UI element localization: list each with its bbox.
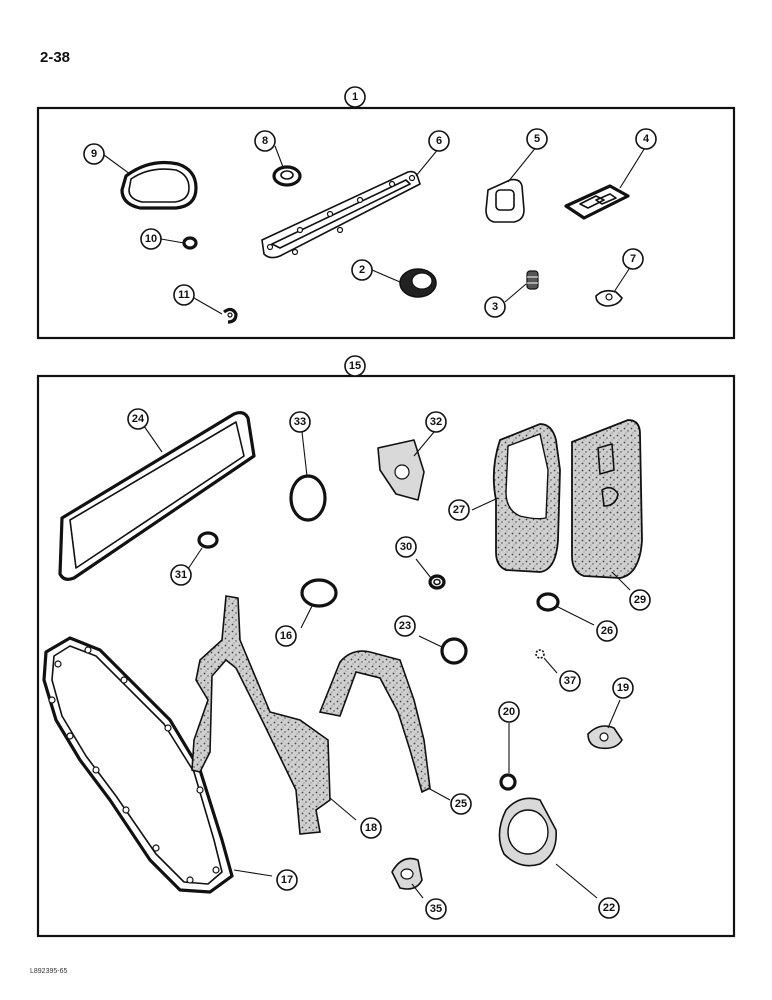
- callout-15-label: 15: [349, 360, 361, 372]
- callout-24-label: 24: [132, 413, 145, 425]
- callout-31-label: 31: [175, 569, 187, 581]
- grommet-part: [526, 270, 539, 290]
- hose-clip-part: [223, 307, 238, 324]
- callout-4: 4: [635, 128, 657, 150]
- callout-27-label: 27: [453, 504, 465, 516]
- callout-30: 30: [395, 536, 417, 558]
- callout-18: 18: [360, 817, 382, 839]
- callout-32-label: 32: [430, 416, 442, 428]
- valve-cover-gasket-part: [261, 170, 421, 259]
- rocker-cover-seal-part: [120, 160, 198, 210]
- flange-gasket-19-part: [587, 725, 623, 750]
- callout-5-label: 5: [534, 133, 540, 145]
- seal-35-part: [391, 857, 423, 890]
- callout-7-label: 7: [630, 253, 636, 265]
- callout-35: 35: [425, 898, 447, 920]
- large-o-ring-part: [289, 474, 327, 522]
- callout-25-label: 25: [455, 798, 467, 810]
- callout-2-label: 2: [359, 264, 365, 276]
- rear-cover-gasket-part: [318, 650, 431, 794]
- callout-8: 8: [254, 130, 276, 152]
- gear-housing-gasket-part: [42, 636, 234, 894]
- small-flange-gasket-part: [595, 289, 623, 307]
- callout-16: 16: [275, 625, 297, 647]
- o-ring-small-lower-part: [197, 531, 219, 549]
- callout-33: 33: [289, 411, 311, 433]
- figure-code: L892395-65: [30, 968, 68, 975]
- timing-gasket-part: [571, 419, 643, 579]
- small-ring-37-part: [535, 649, 545, 659]
- callout-11-label: 11: [178, 289, 190, 301]
- callout-31: 31: [170, 564, 192, 586]
- callout-19-label: 19: [617, 682, 629, 694]
- small-o-ring-part: [182, 236, 198, 250]
- callout-22: 22: [598, 897, 620, 919]
- callout-5: 5: [526, 128, 548, 150]
- callout-32: 32: [425, 411, 447, 433]
- callout-3-label: 3: [492, 301, 498, 313]
- callout-27: 27: [448, 499, 470, 521]
- callout-26-label: 26: [601, 625, 613, 637]
- o-ring-23-part: [440, 637, 468, 665]
- callout-17-label: 17: [281, 874, 293, 886]
- callout-22-label: 22: [603, 902, 615, 914]
- callout-37: 37: [559, 670, 581, 692]
- callout-10: 10: [140, 228, 162, 250]
- callout-19: 19: [612, 677, 634, 699]
- round-gasket-part: [498, 797, 557, 867]
- callout-30-label: 30: [400, 541, 412, 553]
- callout-18-label: 18: [365, 822, 377, 834]
- page-number: 2-38: [40, 49, 71, 66]
- exhaust-gasket-part: [564, 184, 630, 220]
- callout-1: 1: [344, 86, 366, 108]
- callout-37-label: 37: [564, 675, 576, 687]
- callout-29-label: 29: [634, 594, 646, 606]
- callout-9-label: 9: [91, 148, 97, 160]
- callout-2: 2: [351, 259, 373, 281]
- crankshaft-seal-part: [399, 268, 437, 298]
- front-cover-gasket-part: [492, 423, 561, 573]
- seal-washer-part: [428, 574, 446, 590]
- callout-10-label: 10: [145, 233, 157, 245]
- upper-kit-panel: [36, 106, 736, 340]
- callout-4-label: 4: [643, 133, 650, 145]
- callout-17: 17: [276, 869, 298, 891]
- o-ring-medium-part: [300, 578, 338, 608]
- flange-gasket-part: [485, 178, 525, 223]
- timing-cover-gasket-part: [191, 595, 331, 835]
- callout-1-label: 1: [352, 91, 358, 103]
- o-ring-26-part: [536, 592, 560, 612]
- callout-35-label: 35: [430, 903, 442, 915]
- callout-33-label: 33: [294, 416, 306, 428]
- callout-24: 24: [127, 408, 149, 430]
- callout-23: 23: [394, 615, 416, 637]
- callout-7: 7: [622, 248, 644, 270]
- o-ring-20-part: [499, 773, 517, 791]
- seal-ring-part: [272, 165, 302, 187]
- callout-20-label: 20: [503, 706, 515, 718]
- callout-6: 6: [428, 130, 450, 152]
- callout-8-label: 8: [262, 135, 268, 147]
- callout-26: 26: [596, 620, 618, 642]
- lower-kit-panel: [36, 374, 736, 938]
- callout-29: 29: [629, 589, 651, 611]
- callout-16-label: 16: [280, 630, 292, 642]
- callout-9: 9: [83, 143, 105, 165]
- callout-20: 20: [498, 701, 520, 723]
- callout-23-label: 23: [399, 620, 411, 632]
- callout-3: 3: [484, 296, 506, 318]
- oil-pan-gasket-part: [58, 411, 256, 581]
- callout-25: 25: [450, 793, 472, 815]
- callout-11: 11: [173, 284, 195, 306]
- callout-15: 15: [344, 355, 366, 377]
- thermostat-gasket-part: [377, 439, 425, 501]
- callout-6-label: 6: [436, 135, 442, 147]
